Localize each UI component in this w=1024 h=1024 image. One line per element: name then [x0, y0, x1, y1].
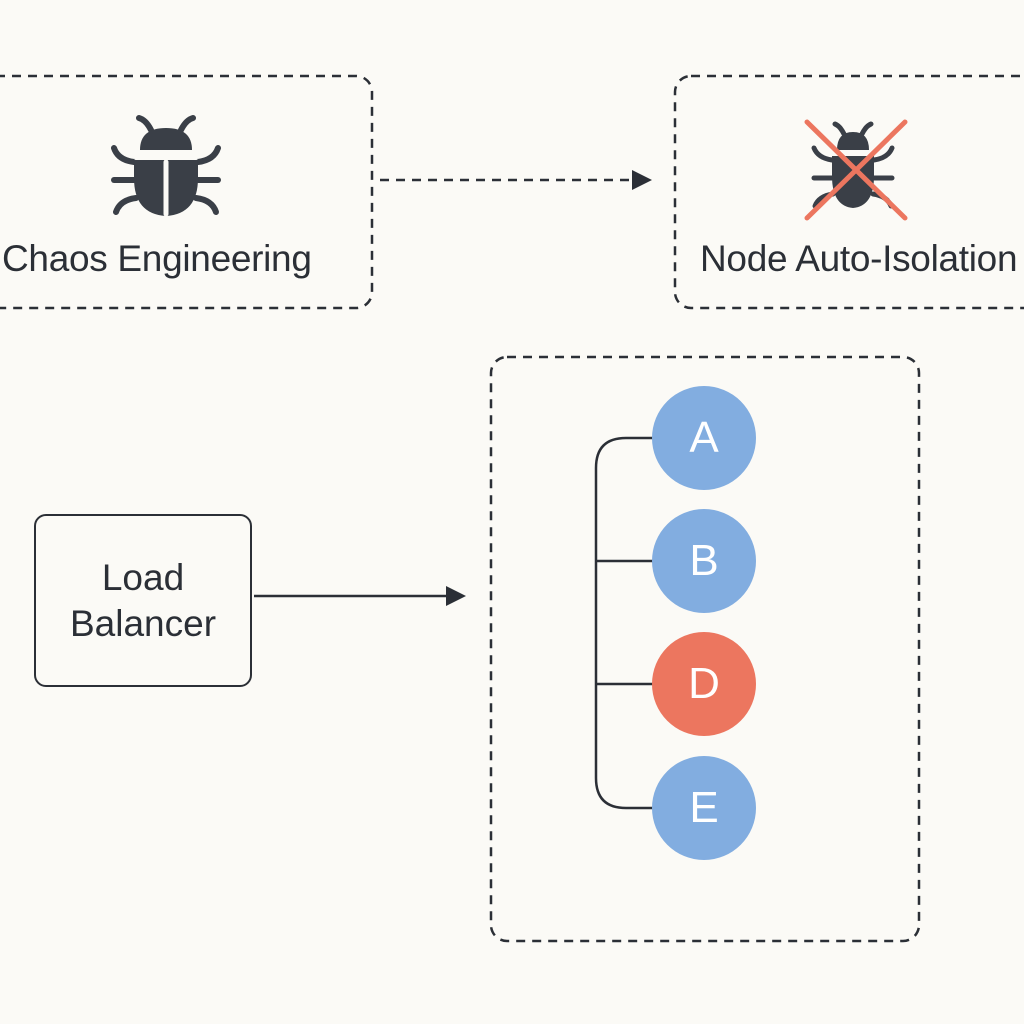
- crossed-out-bug-icon: [804, 119, 908, 221]
- node-d-label: D: [688, 659, 720, 708]
- dashed-arrow-head: [632, 170, 652, 190]
- node-e: E: [652, 756, 756, 860]
- node-d: D: [652, 632, 756, 736]
- bug-icon: [111, 115, 221, 217]
- chaos-engineering-label: Chaos Engineering: [2, 238, 312, 279]
- load-balancer-label-line1: Load: [101, 556, 185, 598]
- node-cluster-box: [489, 355, 921, 943]
- node-auto-isolation-box: [673, 74, 1024, 310]
- chaos-engineering-box: [0, 74, 374, 310]
- load-balancer-label-line2: Balancer: [69, 602, 217, 644]
- node-bracket: [594, 436, 656, 810]
- node-auto-isolation-label: Node Auto-Isolation: [700, 238, 1018, 279]
- node-a: A: [652, 386, 756, 490]
- node-e-label: E: [689, 783, 719, 832]
- node-b-label: B: [689, 536, 719, 585]
- node-a-label: A: [689, 413, 719, 462]
- load-balancer-arrow-head: [446, 586, 466, 606]
- load-balancer-box: Load Balancer: [34, 514, 252, 687]
- node-b: B: [652, 509, 756, 613]
